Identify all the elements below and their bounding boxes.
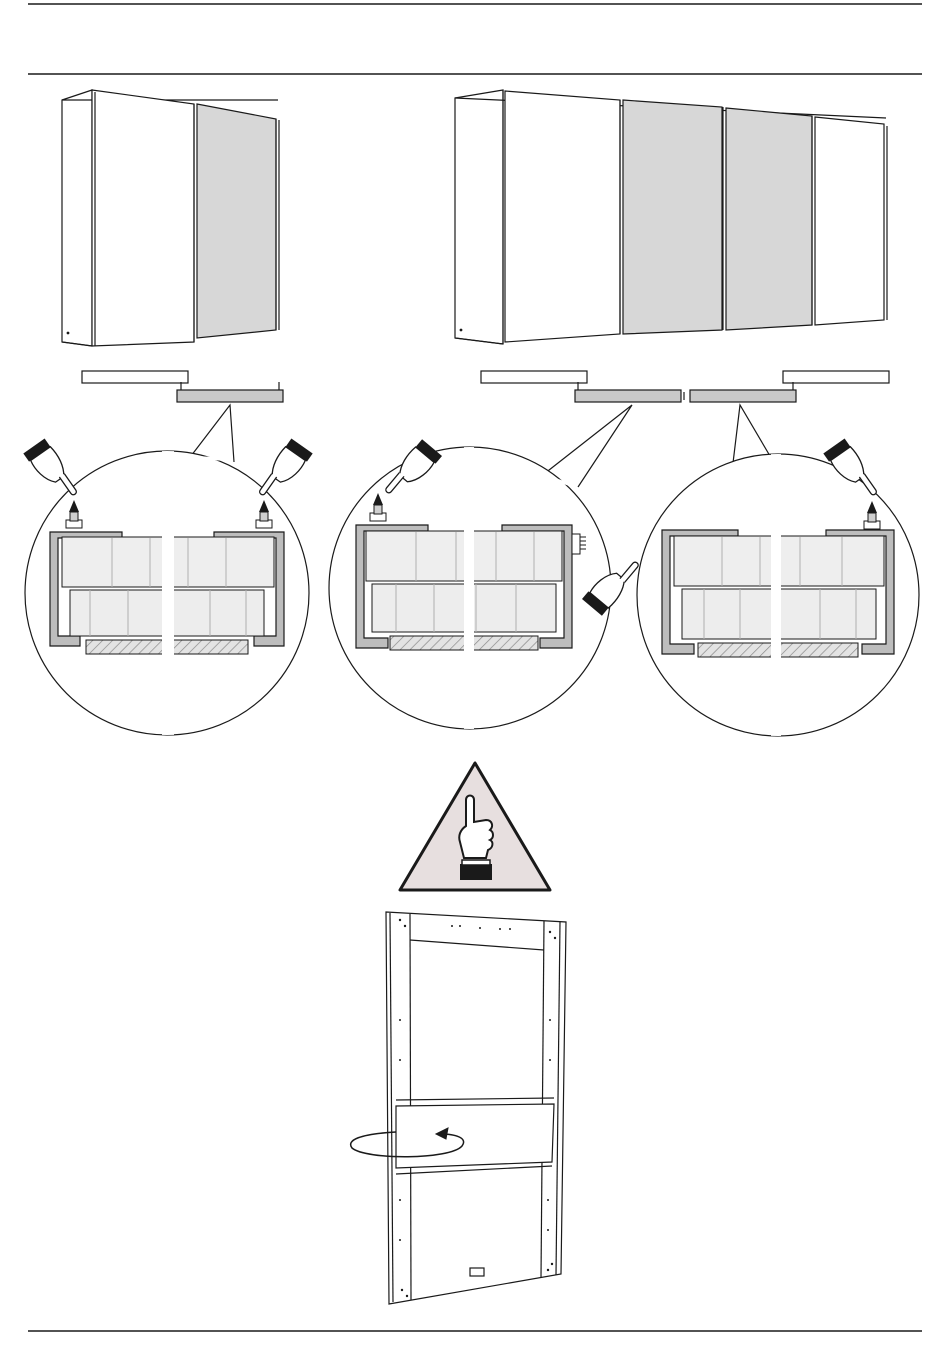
rail-diagram-four-door — [481, 371, 889, 402]
door-frame-rotate-icon — [351, 912, 566, 1304]
pointing-hand-icon — [23, 438, 81, 505]
pointing-hand-icon — [255, 438, 313, 505]
detail-callout-middle — [329, 405, 643, 750]
detail-callout-left — [23, 405, 312, 750]
wardrobe-four-door-illustration — [455, 90, 887, 344]
warning-pointing-hand-icon — [400, 763, 550, 890]
detail-callout-right — [637, 405, 919, 750]
wardrobe-two-door-illustration — [62, 90, 279, 346]
rail-diagram-two-door — [82, 371, 283, 402]
